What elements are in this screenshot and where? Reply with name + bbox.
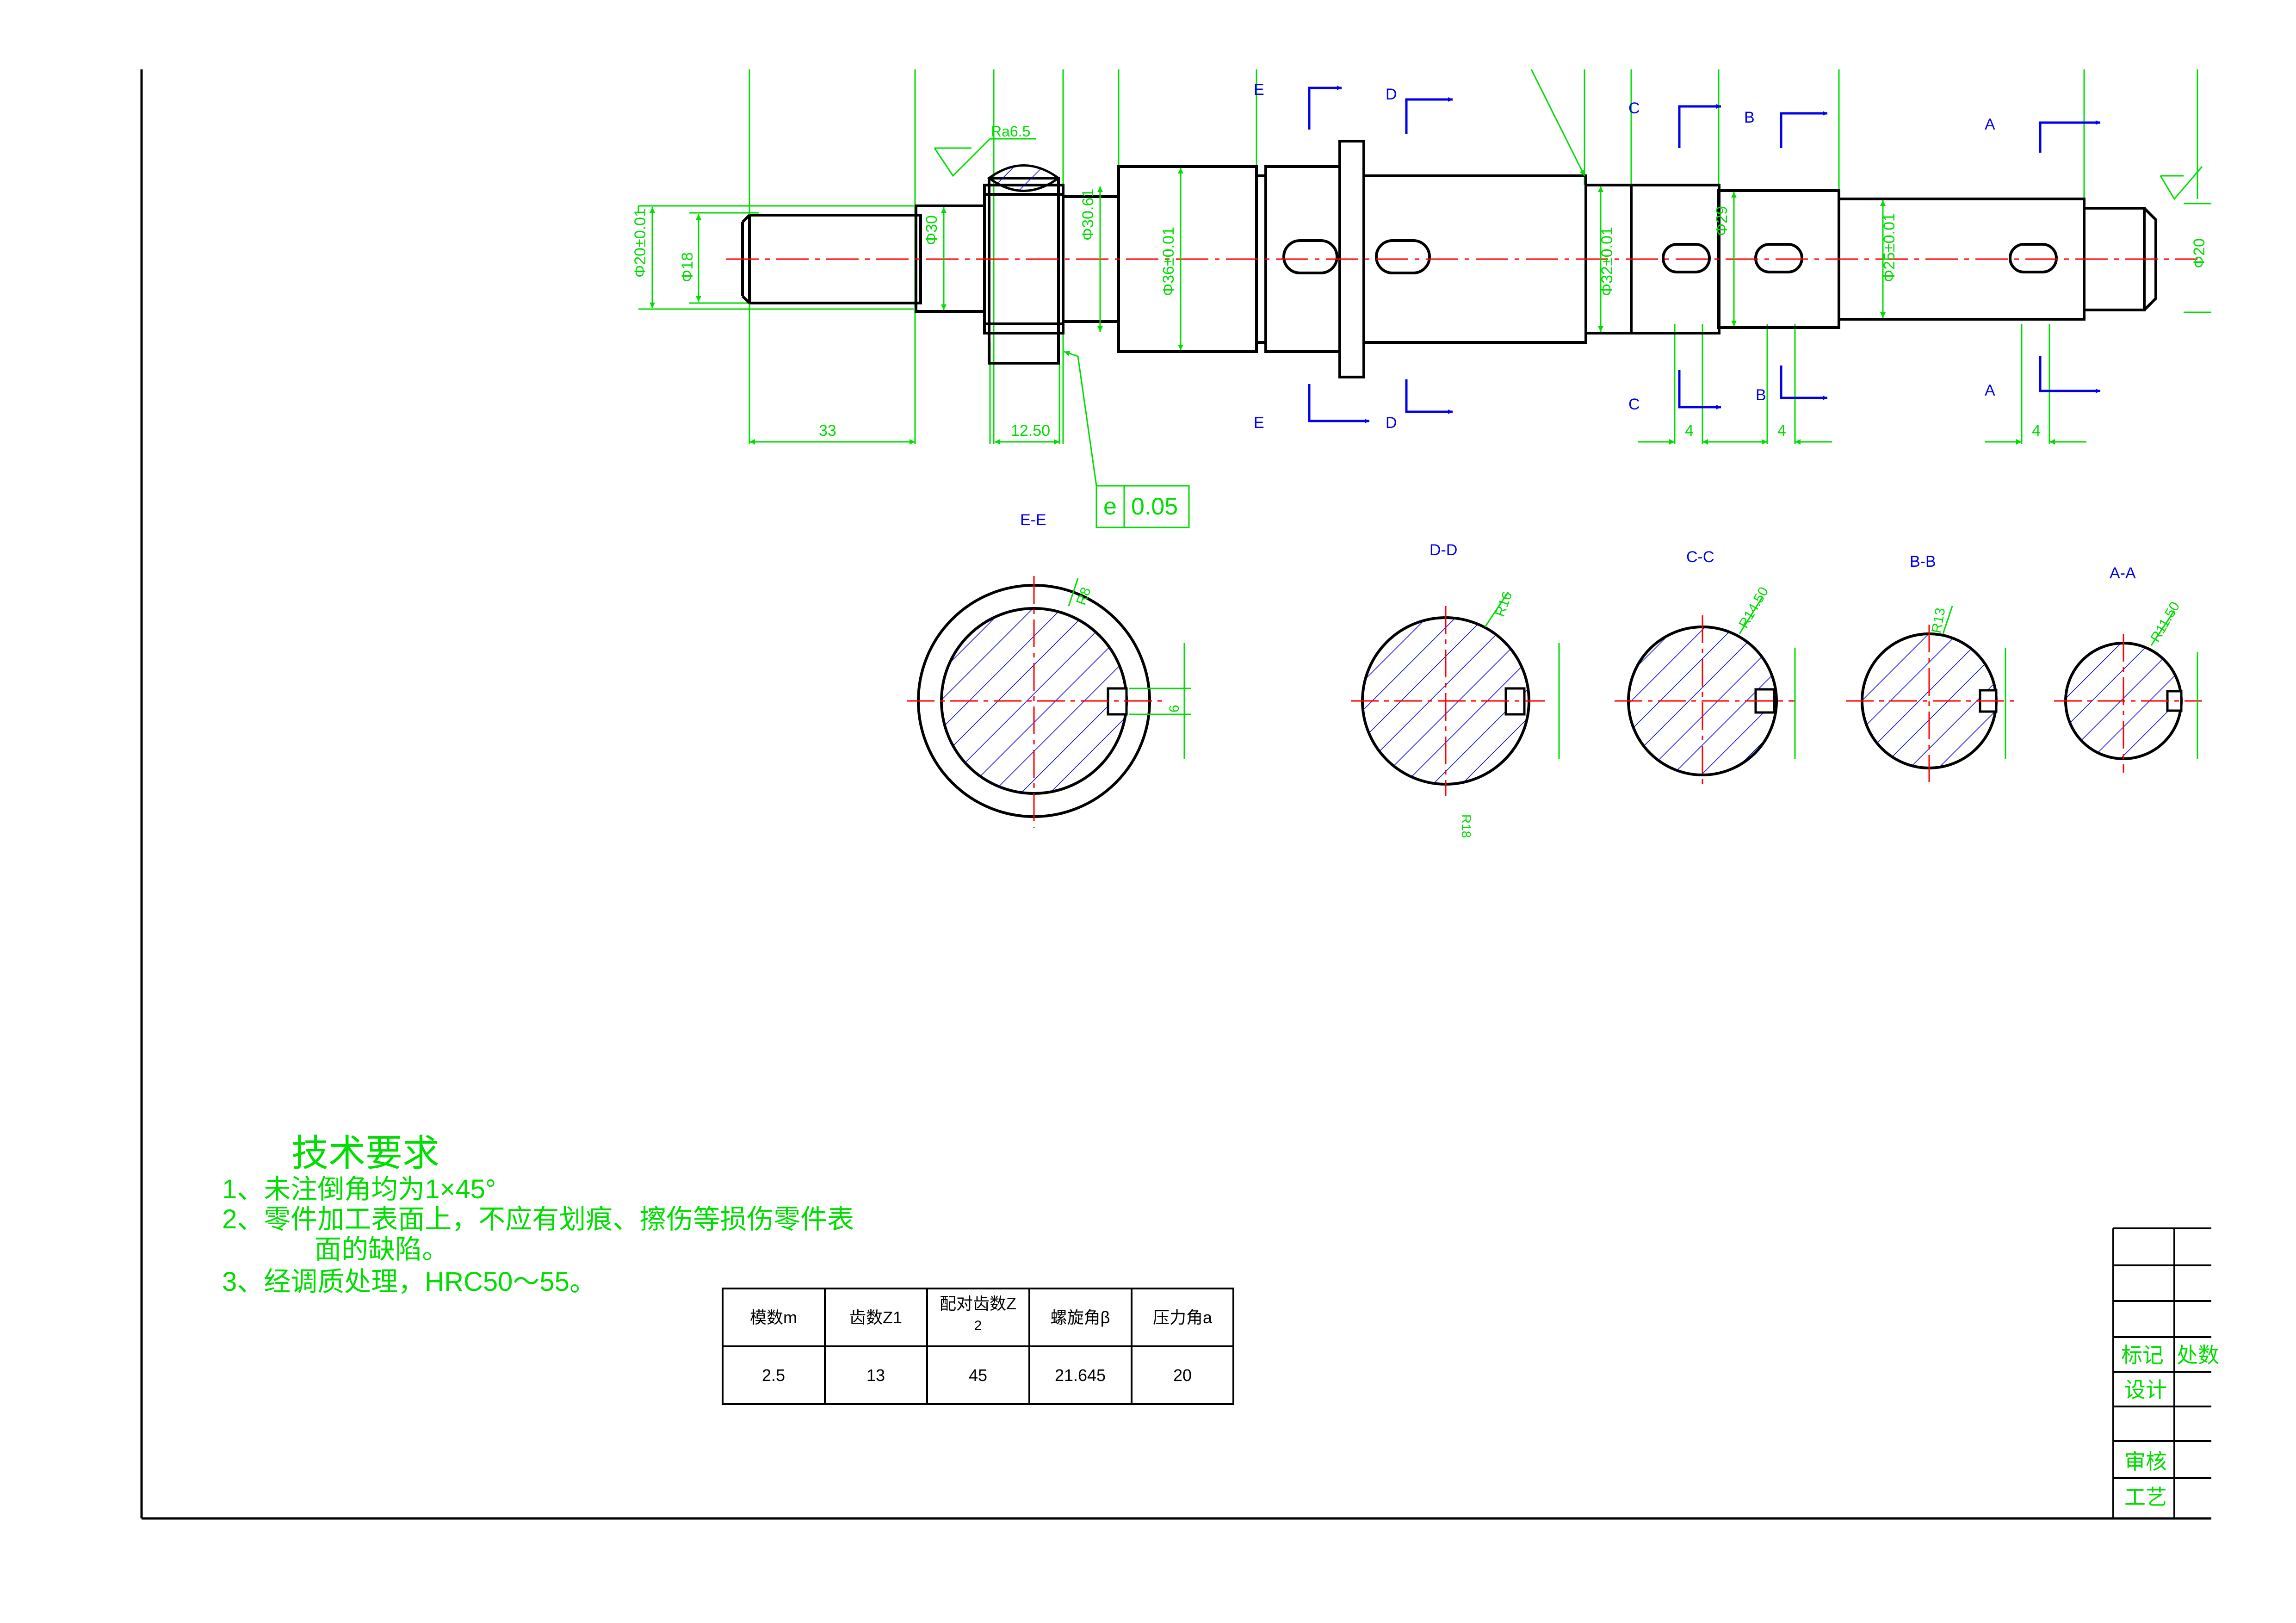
cut-letter-e-bot: E [1254,414,1264,432]
table-header-module: 模数m [750,1308,797,1327]
dim-gear: Φ30.61 [1079,189,1097,241]
tolerance-value: 0.05 [1131,493,1178,520]
section-ee: E-E R8 6 [907,511,1191,828]
section-markers [1308,86,2100,423]
section-ee-width: 6 [1167,705,1182,712]
shaft-main-view [637,69,2198,444]
tolerance-frame: e 0.05 [1095,485,1190,528]
tech-line-2b: 面的缺陷。 [315,1234,449,1264]
title-block-mark: 标记 [2121,1343,2164,1367]
dim-len-33: 33 [819,422,836,440]
section-aa-title: A-A [2110,564,2136,582]
section-aa: A-A R11.50 [2054,564,2202,773]
cut-letter-c-bot: C [1628,396,1640,413]
table-header-mating-sub: 2 [974,1318,982,1333]
table-value-mating: 45 [969,1366,987,1385]
cut-letter-a-top: A [1985,116,1995,133]
dim-29: Φ29 [1713,206,1731,236]
section-aa-radius: R11.50 [2147,599,2183,644]
cut-letter-d-top: D [1386,86,1397,103]
table-header-helix: 螺旋角β [1051,1308,1110,1327]
title-block-process: 工艺 [2124,1485,2167,1509]
section-dd-bottom: R18 [1459,814,1473,838]
gear-tooth-hatch [987,164,1061,192]
dim-20-right: Φ20 [2191,238,2208,268]
title-block-design: 设计 [2124,1378,2167,1402]
section-ee-radius: R8 [1074,585,1094,607]
section-dd-radius: R16 [1492,589,1516,619]
keyways [1282,239,2058,274]
dim-32: Φ32±0.01 [1598,227,1616,296]
section-marker-letters: E D E D C B C B A A [1254,81,1995,432]
table-header-pressure: 压力角a [1153,1308,1213,1327]
section-bb-title: B-B [1910,553,1936,570]
dimension-lines [650,69,2211,487]
roughness-label: Ra6.5 [991,123,1030,140]
technical-requirements: 技术要求 1、未注倒角均为1×45° 2、零件加工表面上，不应有划痕、擦伤等损伤… [222,1133,854,1297]
table-header-mating: 配对齿数Z [940,1294,1016,1313]
dim-key-2: 4 [1777,422,1786,440]
table-header-teeth: 齿数Z1 [849,1308,902,1327]
section-bb-radius: R13 [1929,607,1948,634]
gear-parameter-table: 模数m 齿数Z1 配对齿数Z 2 螺旋角β 压力角a 2.5 13 45 21.… [722,1288,1234,1405]
title-block-count: 处数 [2177,1343,2219,1367]
section-cc-title: C-C [1686,548,1714,566]
dim-left-end: Φ20±0.01 [631,208,649,278]
section-dd: D-D R16 R18 [1351,541,1560,838]
drawing-frame [140,69,2211,1520]
section-dd-title: D-D [1430,541,1457,559]
dim-36: Φ36±0.01 [1160,227,1177,296]
dim-key-3: 4 [2032,422,2041,440]
dim-30: Φ30 [923,215,941,245]
table-value-helix: 21.645 [1055,1366,1106,1385]
cut-letter-b-top: B [1744,109,1755,126]
dim-18: Φ18 [679,252,696,282]
title-block-review: 审核 [2124,1450,2167,1474]
tech-line-3: 3、经调质处理，HRC50～55。 [222,1267,596,1297]
table-value-module: 2.5 [762,1366,785,1385]
table-value-teeth: 13 [866,1366,885,1385]
section-cc-radius: R14.50 [1736,584,1771,631]
extension-lines [637,69,2198,444]
cut-letter-c-top: C [1628,99,1640,117]
cut-letter-a-bot: A [1985,382,1995,399]
tech-line-1: 1、未注倒角均为1×45° [222,1174,496,1204]
cut-letter-b-bot: B [1756,386,1766,404]
tolerance-symbol: e [1103,493,1117,520]
tech-title: 技术要求 [291,1133,439,1174]
dim-len-12-50: 12.50 [1011,422,1050,440]
dimension-text: Φ20±0.01 Φ18 Φ30 Φ30.61 Φ36±0.01 Φ32±0.0… [631,123,2208,440]
section-cc: C-C R14.50 [1615,548,1796,787]
cut-letter-d-bot: D [1386,414,1397,432]
dim-25: Φ25±0.01 [1881,213,1898,282]
section-bb: B-B R13 [1846,553,2017,782]
title-block: 标记 处数 设计 审核 工艺 [2112,1227,2219,1518]
tech-line-2: 2、零件加工表面上，不应有划痕、擦伤等损伤零件表 [222,1204,854,1234]
table-value-pressure: 20 [1173,1366,1192,1385]
cut-letter-e-top: E [1254,81,1264,99]
dim-key-1: 4 [1685,422,1694,440]
section-ee-title: E-E [1020,511,1046,529]
